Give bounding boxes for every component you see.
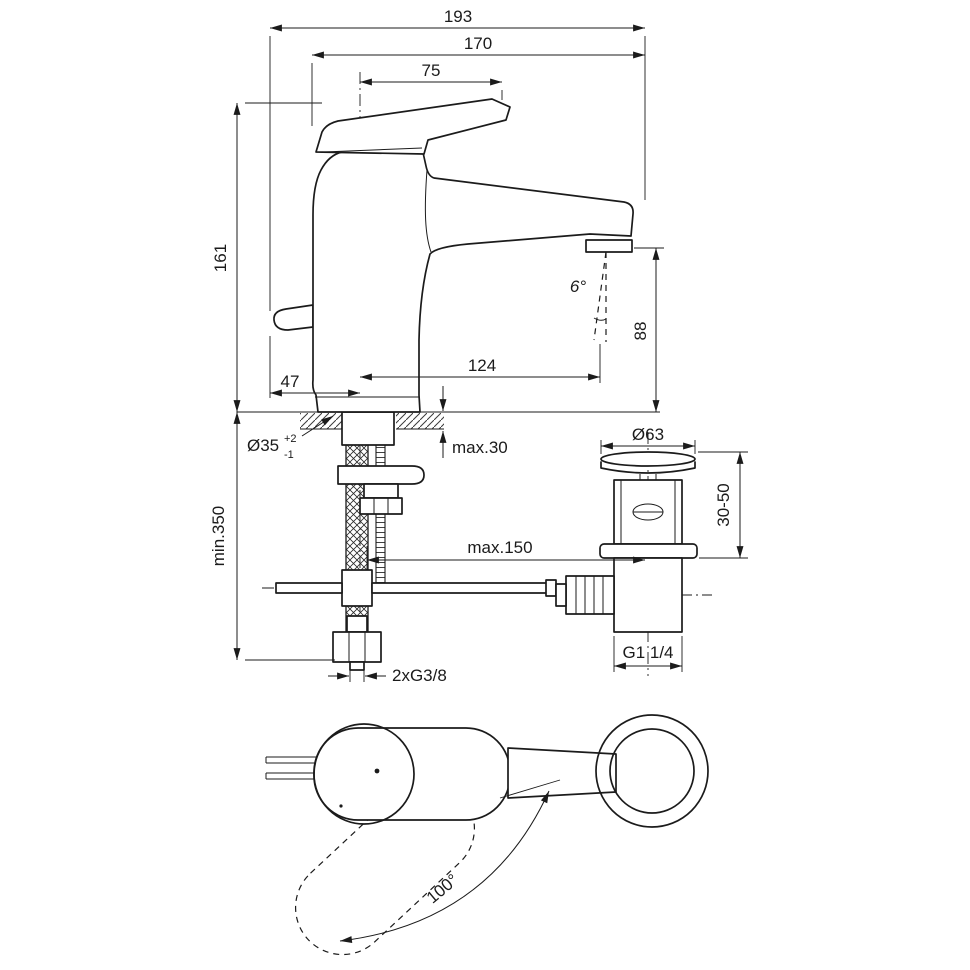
stud-end-cap bbox=[545, 579, 557, 597]
handle-swivel-arc bbox=[339, 790, 550, 944]
faucet-body-outline bbox=[311, 147, 634, 413]
mounting-stud-right bbox=[371, 582, 555, 594]
top-view-mark-dot bbox=[339, 804, 343, 808]
faucet-shank bbox=[341, 411, 395, 446]
countertop-section bbox=[237, 411, 660, 430]
dim-label-handle-depth: 75 bbox=[422, 61, 441, 80]
body-rear-detail bbox=[273, 304, 314, 331]
stream-axis-angled bbox=[593, 251, 607, 341]
waste-assembly bbox=[555, 451, 698, 633]
top-view-flange-outer-circle bbox=[595, 714, 709, 828]
hose-thread-stub bbox=[349, 661, 365, 671]
dim-label-deck-thickness: max.30 bbox=[452, 438, 508, 457]
dim-label-rear-offset: 47 bbox=[281, 372, 300, 391]
port-tip bbox=[555, 583, 567, 607]
dim-label-flange-diameter: Ø63 bbox=[632, 425, 664, 444]
cartridge-cap-line bbox=[323, 147, 423, 153]
dim-label-hose-length: min.350 bbox=[209, 506, 228, 566]
aerator bbox=[585, 239, 633, 253]
top-view-flange-inner-circle bbox=[609, 728, 695, 814]
mounting-stud-left bbox=[275, 582, 343, 594]
top-view-pin-dot bbox=[374, 768, 380, 774]
bracket-spacer bbox=[363, 483, 399, 499]
deck-hatch-right bbox=[396, 413, 444, 429]
dim-label-hole-tol-plus: +2 bbox=[284, 433, 297, 445]
mounting-bracket-plate bbox=[337, 465, 425, 485]
faucet-top-view: 100° bbox=[265, 714, 709, 956]
dim-label-hole-diameter: Ø35 bbox=[247, 436, 279, 455]
dim-label-stud-length: max.150 bbox=[467, 538, 532, 557]
waste-flange-ring bbox=[599, 543, 698, 559]
waste-side-port bbox=[565, 575, 615, 615]
hose-clamp-block bbox=[341, 569, 373, 607]
dim-label-height: 161 bbox=[211, 244, 230, 272]
dim-label-stream-angle: 6° bbox=[570, 277, 586, 296]
waste-lower-body bbox=[613, 557, 683, 633]
dim-label-hole-tol-minus: -1 bbox=[284, 449, 294, 461]
dim-label-total-depth: 193 bbox=[444, 7, 472, 26]
dim-label-hose-thread: 2xG3/8 bbox=[392, 666, 447, 685]
dim-label-height-range: 30-50 bbox=[714, 483, 733, 526]
bracket-nut bbox=[359, 497, 403, 515]
waste-cap-rim bbox=[600, 461, 696, 474]
dimensions-side-view: 193 170 75 161 min.350 88 6° 124 47 max bbox=[209, 7, 664, 685]
neck-joint-line bbox=[424, 169, 432, 253]
waste-cap-top bbox=[600, 451, 696, 467]
dim-label-spout-depth: 170 bbox=[464, 34, 492, 53]
mounting-hardware bbox=[275, 411, 557, 671]
deck-hatch-left bbox=[300, 413, 342, 429]
faucet-side-view bbox=[273, 98, 634, 413]
top-view-body bbox=[313, 727, 511, 821]
hose-hex-nut bbox=[332, 631, 382, 663]
dim-label-spout-reach: 124 bbox=[468, 356, 496, 375]
dim-label-spout-height: 88 bbox=[631, 322, 650, 341]
dim-label-waste-thread: G1 1/4 bbox=[622, 643, 673, 662]
faucet-handle-lever bbox=[315, 98, 511, 155]
stream-angle-arc bbox=[593, 317, 607, 321]
hose-ferrule bbox=[346, 615, 368, 633]
dimensions-waste: Ø63 30-50 G1 1/4 bbox=[600, 425, 748, 672]
leader-hole-diameter bbox=[301, 415, 334, 437]
